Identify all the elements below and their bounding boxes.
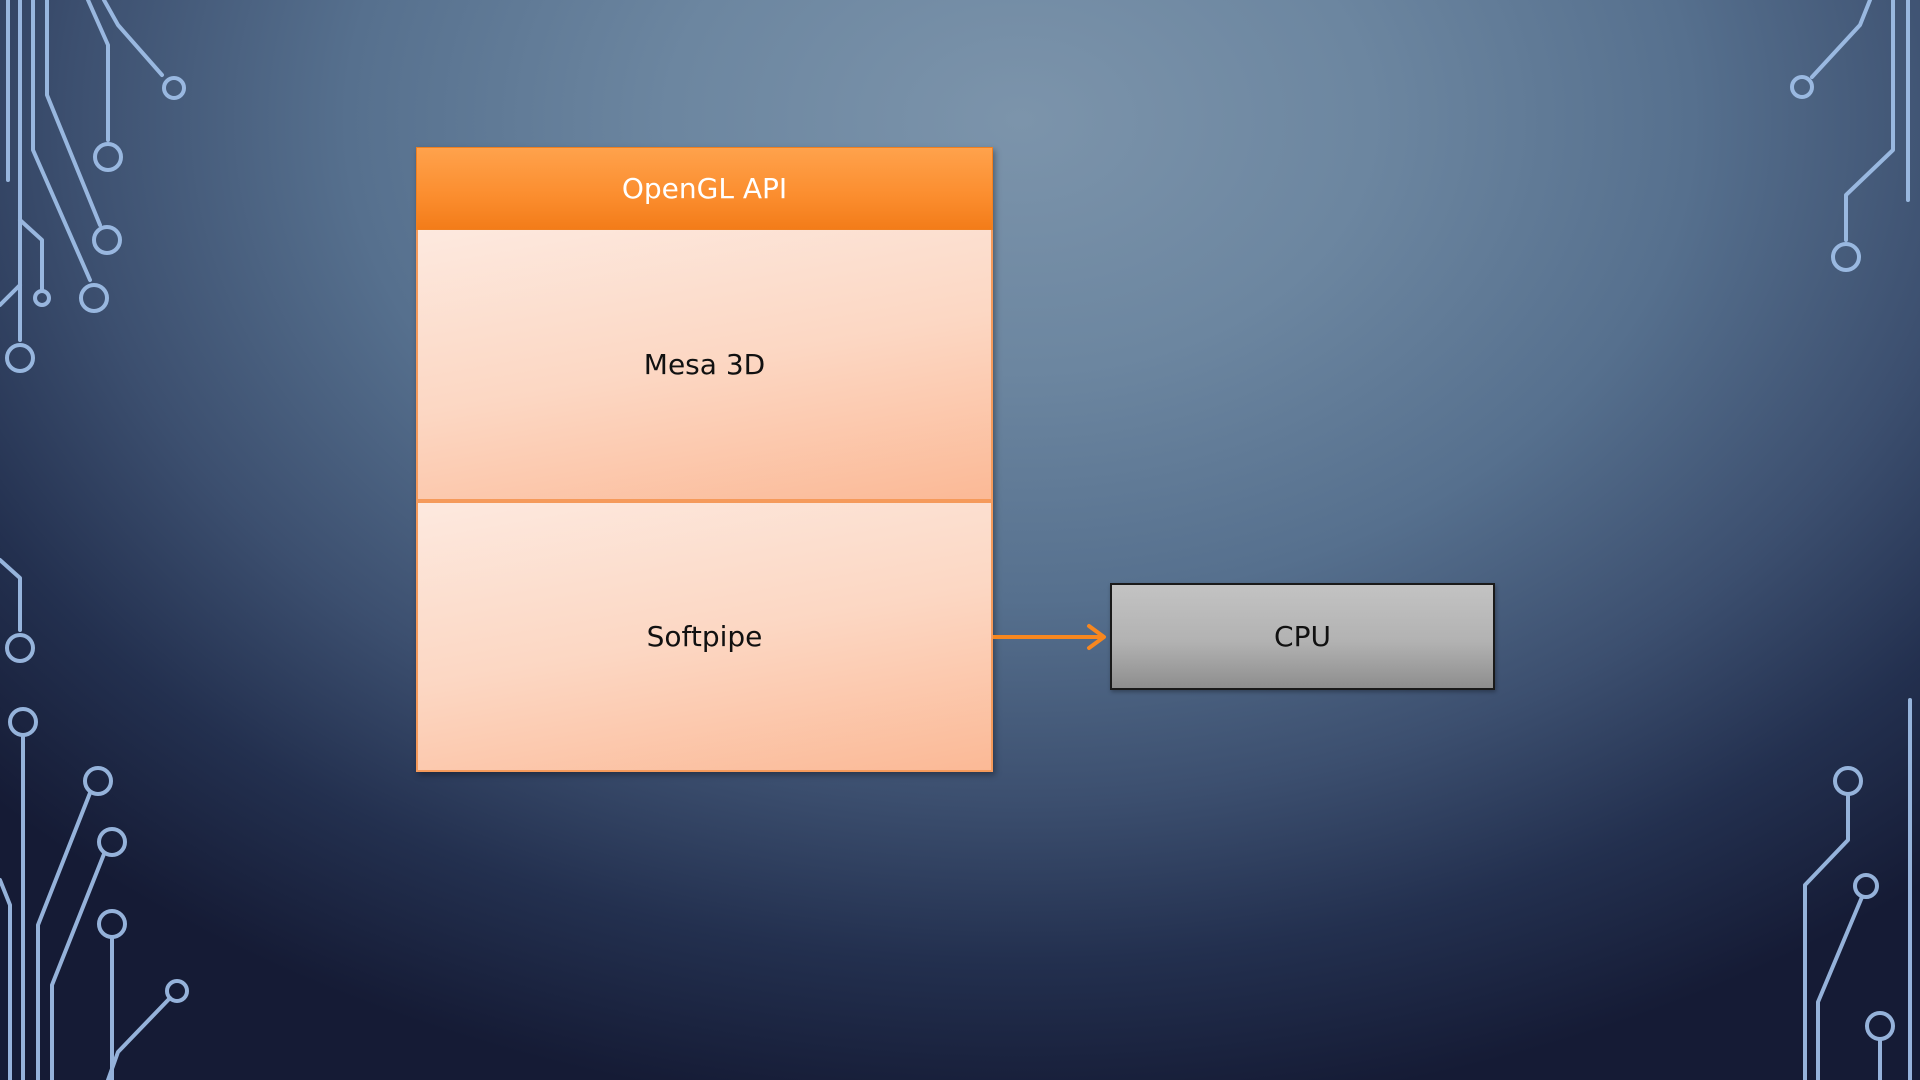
cpu-box: CPU — [1110, 583, 1495, 690]
bottom-right-circuit — [1803, 698, 1912, 1080]
mesa-3d-layer: Mesa 3D — [416, 230, 993, 501]
mesa-3d-label: Mesa 3D — [643, 348, 766, 381]
softpipe-label: Softpipe — [646, 620, 763, 653]
softpipe-to-cpu-arrow — [993, 624, 1106, 650]
top-right-circuit — [1790, 0, 1910, 272]
software-stack: OpenGL API Mesa 3D Softpipe — [416, 147, 993, 772]
opengl-api-layer: OpenGL API — [416, 147, 993, 230]
softpipe-layer: Softpipe — [416, 501, 993, 772]
bottom-left-circuit — [0, 558, 189, 1080]
top-left-circuit — [0, 0, 186, 373]
cpu-label: CPU — [1274, 620, 1331, 653]
opengl-api-label: OpenGL API — [621, 172, 788, 205]
